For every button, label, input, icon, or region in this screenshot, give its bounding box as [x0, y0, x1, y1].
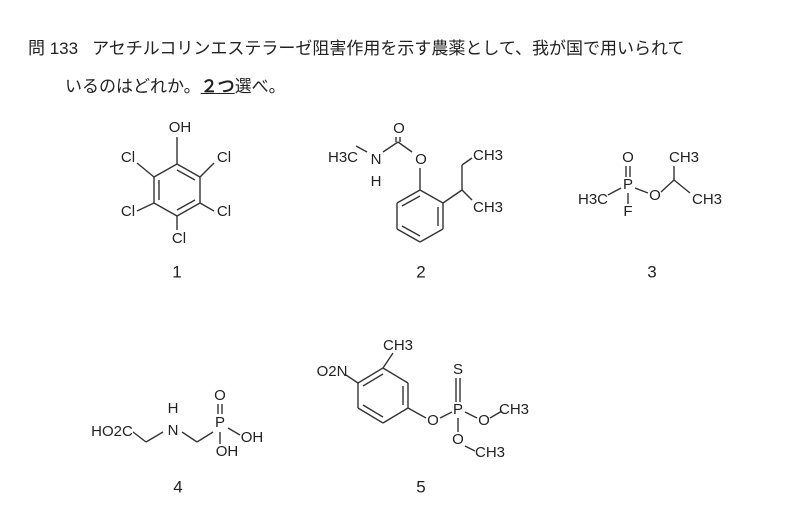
structure-5: O2N CH3 O P S O CH3 O CH3 5: [317, 337, 529, 497]
atom-p: P: [215, 414, 225, 431]
question-line-2: いるのはどれか。２つ選べ。: [65, 72, 286, 97]
atom-ho2c: HO2C: [91, 423, 133, 440]
atom-h3c: H3C: [578, 191, 608, 208]
atom-o: O: [649, 187, 661, 204]
atom-oh: OH: [241, 429, 264, 446]
atom-o: O: [214, 387, 226, 404]
structure-2: O H3C N H O CH3 CH3 2: [328, 120, 503, 282]
atom-cl: Cl: [121, 149, 135, 166]
structure-1: OH Cl Cl Cl Cl Cl 1: [121, 119, 231, 282]
answer-count: ２つ: [200, 77, 235, 96]
atom-oh: OH: [169, 119, 192, 136]
structure-3: O P H3C F O CH3 CH3 3: [578, 149, 722, 282]
atom-o: O: [393, 120, 405, 137]
atom-ch3: CH3: [473, 147, 503, 164]
atom-ch3: CH3: [475, 444, 505, 461]
atom-s: S: [453, 361, 463, 378]
atom-f: F: [623, 203, 632, 220]
atom-h: H: [168, 400, 179, 417]
atom-ch3: CH3: [669, 149, 699, 166]
question-text-3: 選べ。: [234, 77, 286, 97]
atom-ch3: CH3: [692, 191, 722, 208]
atom-cl: Cl: [121, 203, 135, 220]
atom-n: N: [168, 422, 179, 439]
structure-label: 1: [172, 262, 181, 281]
structure-label: 2: [416, 262, 425, 281]
atom-o: O: [427, 412, 439, 429]
structure-label: 5: [416, 477, 425, 496]
atom-o: O: [478, 412, 490, 429]
atom-o: O: [622, 149, 634, 166]
question-number: 問 133: [28, 39, 79, 58]
atom-oh: OH: [216, 443, 239, 460]
structure-label: 3: [647, 262, 656, 281]
atom-cl: Cl: [217, 203, 231, 220]
atom-p: P: [623, 176, 633, 193]
structure-4: HO2C H N O P OH OH 4: [91, 387, 263, 497]
atom-p: P: [453, 401, 463, 418]
atom-o: O: [452, 431, 464, 448]
atom-h3c: H3C: [328, 149, 358, 166]
question-text-2: いるのはどれか。: [65, 77, 201, 97]
atom-cl: Cl: [217, 149, 231, 166]
atom-cl: Cl: [172, 230, 186, 247]
atom-o: O: [415, 151, 427, 168]
question-line-1: 問 133 アセチルコリンエステラーゼ阻害作用を示す農薬として、我が国で用いられて: [28, 34, 685, 59]
structure-label: 4: [173, 477, 182, 496]
atom-o2n: O2N: [317, 363, 348, 380]
atom-ch3: CH3: [383, 337, 413, 354]
atom-h: H: [371, 173, 382, 190]
atom-ch3: CH3: [473, 199, 503, 216]
atom-ch3: CH3: [499, 401, 529, 418]
question-text: アセチルコリンエステラーゼ阻害作用を示す農薬として、我が国で用いられて: [92, 39, 685, 59]
atom-n: N: [371, 151, 382, 168]
